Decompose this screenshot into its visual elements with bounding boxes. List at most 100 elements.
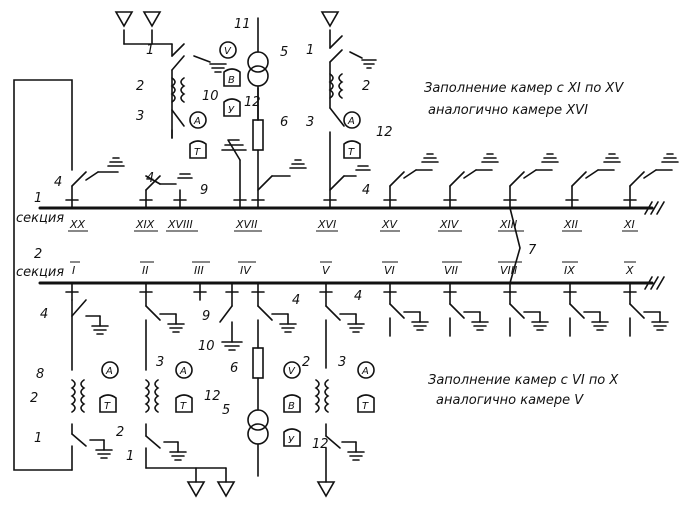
upper-incoming-left bbox=[123, 29, 227, 139]
ammeter-letter: A bbox=[105, 366, 113, 377]
cell-xix bbox=[139, 173, 193, 209]
section-tie-link bbox=[509, 207, 521, 284]
transformer-letter: Т bbox=[180, 401, 187, 412]
bus1-continuation-marks bbox=[644, 201, 665, 215]
callout: 7 bbox=[528, 243, 537, 258]
chamber-label: XIV bbox=[439, 218, 460, 231]
chamber-label: I bbox=[72, 264, 75, 277]
callout: 6 bbox=[280, 115, 288, 130]
chamber-label: X bbox=[625, 264, 634, 277]
ammeter-letter: A bbox=[347, 116, 355, 127]
callout: 9 bbox=[202, 309, 210, 324]
chamber-label: XIII bbox=[499, 218, 517, 231]
meter-letters: V В У A A Т Т A A V A Т Т В У Т bbox=[104, 46, 369, 446]
callout: 3 bbox=[156, 355, 164, 370]
ct-coils-upper-left bbox=[170, 77, 186, 103]
chamber-label: XI bbox=[623, 218, 635, 231]
callout: 6 bbox=[230, 361, 238, 376]
note-top-line2: аналогично камере XVI bbox=[428, 103, 588, 118]
callout: 2 bbox=[30, 391, 38, 406]
relay-u-letter: У bbox=[228, 105, 235, 116]
callout: 12 bbox=[376, 125, 393, 140]
cell-ii bbox=[139, 282, 227, 483]
callout: 2 bbox=[116, 425, 124, 440]
callout: 4 bbox=[54, 175, 62, 190]
callout: 9 bbox=[200, 183, 208, 198]
cell-xi bbox=[623, 153, 679, 209]
callout: 5 bbox=[222, 403, 230, 418]
chamber-label: VI bbox=[384, 264, 395, 277]
ct-coils-upper-right bbox=[328, 73, 344, 99]
chamber-label: III bbox=[194, 264, 204, 277]
callout: 11 bbox=[234, 17, 251, 32]
voltmeter-letter: V bbox=[224, 46, 232, 57]
chamber-label: II bbox=[142, 264, 149, 277]
callout: 1 bbox=[146, 43, 154, 58]
cell-x bbox=[623, 282, 669, 337]
chamber-label: IX bbox=[564, 264, 575, 277]
numeral-underlines bbox=[68, 230, 638, 263]
cell-xii bbox=[565, 153, 621, 209]
relay-v-letter: В bbox=[228, 75, 235, 86]
cell-iv bbox=[219, 282, 297, 411]
callout: 10 bbox=[198, 339, 215, 354]
bus1-chamber-labels: XX XIX XVIII XVII XVI XV XIV XIII XII XI bbox=[69, 218, 635, 231]
callout-numbers: 1 2 3 10 11 12 5 6 1 2 3 12 4 4 9 4 7 4 … bbox=[30, 17, 537, 464]
section-1-label: секция bbox=[16, 211, 64, 226]
transformer-letter: Т bbox=[194, 147, 201, 158]
cell-xx bbox=[65, 157, 125, 209]
bus2-continuation-marks bbox=[644, 276, 665, 290]
chamber-label: VIII bbox=[500, 264, 517, 277]
ct-coils-lower-left bbox=[70, 379, 86, 413]
callout: 8 bbox=[36, 367, 44, 382]
section-1-number: 1 bbox=[34, 191, 42, 206]
callout: 3 bbox=[338, 355, 346, 370]
chamber-label: XVII bbox=[235, 218, 258, 231]
cell-xvi bbox=[323, 29, 377, 209]
power-transformer-upper bbox=[247, 17, 269, 121]
cell-xiii bbox=[503, 153, 559, 209]
callout: 4 bbox=[146, 171, 154, 186]
ammeter-letter: A bbox=[179, 366, 187, 377]
callout: 4 bbox=[292, 293, 300, 308]
callout: 3 bbox=[306, 115, 314, 130]
callout: 2 bbox=[136, 79, 144, 94]
left-feeder-loop bbox=[13, 79, 73, 471]
cell-xv bbox=[383, 153, 439, 209]
relay-u-letter: У bbox=[288, 435, 295, 446]
callout: 12 bbox=[312, 437, 329, 452]
chamber-label: XIX bbox=[135, 218, 155, 231]
chamber-label: XVI bbox=[317, 218, 336, 231]
cell-ix bbox=[563, 282, 609, 337]
cell-viii bbox=[503, 282, 549, 337]
cell-xiv bbox=[443, 153, 499, 209]
callout: 1 bbox=[306, 43, 314, 58]
ct-coils-lower-right bbox=[314, 379, 330, 413]
callout: 1 bbox=[34, 431, 42, 446]
feeder-output-arrows bbox=[114, 11, 340, 498]
callout: 2 bbox=[362, 79, 370, 94]
callout: 4 bbox=[40, 307, 48, 322]
chamber-label: VII bbox=[444, 264, 458, 277]
callout: 12 bbox=[204, 389, 221, 404]
chamber-label: XV bbox=[381, 218, 399, 231]
cell-xvii bbox=[221, 87, 307, 209]
cell-v bbox=[319, 282, 365, 483]
chamber-label: V bbox=[322, 264, 331, 277]
power-transformer-lower bbox=[247, 409, 269, 477]
ammeter-letter: A bbox=[361, 366, 369, 377]
cell-vi bbox=[383, 282, 429, 337]
callout: 12 bbox=[244, 95, 261, 110]
note-top-line1: Заполнение камер с XI по XV bbox=[424, 81, 624, 96]
cell-i bbox=[65, 282, 113, 471]
callout: 1 bbox=[126, 449, 134, 464]
section-2-label: секция bbox=[16, 265, 64, 280]
transformer-letter: Т bbox=[362, 401, 369, 412]
voltmeter-letter: V bbox=[288, 366, 296, 377]
ammeter-letter: A bbox=[193, 116, 201, 127]
transformer-letter: Т bbox=[348, 147, 355, 158]
meter-symbols bbox=[99, 41, 375, 447]
note-bottom-line2: аналогично камере V bbox=[436, 393, 584, 408]
ct-coils-lower-mid bbox=[144, 379, 160, 413]
